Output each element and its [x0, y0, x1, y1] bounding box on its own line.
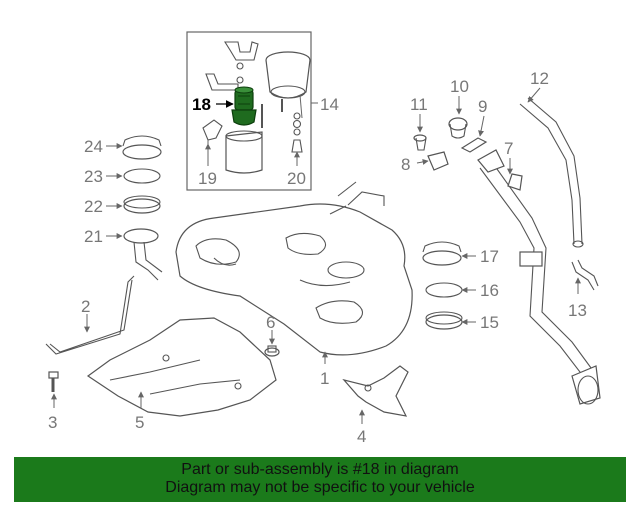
o-ring-part-16 — [425, 282, 463, 298]
label-part-24: 24 — [84, 137, 103, 156]
label-part-13: 13 — [568, 301, 587, 320]
pump-module-box — [186, 31, 318, 191]
fuel-tank-part-1 — [175, 181, 413, 364]
label-part-8: 8 — [401, 155, 410, 174]
bracket-part-4 — [342, 365, 409, 417]
cap-part-10 — [448, 117, 468, 139]
hose-part-13 — [571, 259, 599, 291]
label-part-23: 23 — [84, 167, 103, 186]
lock-ring-part-17 — [422, 241, 462, 266]
label-part-10: 10 — [450, 77, 469, 96]
clip-part-9 — [460, 137, 488, 153]
label-part-1: 1 — [320, 369, 329, 388]
label-part-16: 16 — [480, 281, 499, 300]
strap-part-2 — [45, 275, 135, 355]
label-part-17: 17 — [480, 247, 499, 266]
fuel-pump-part-18[interactable] — [231, 86, 257, 126]
label-part-18[interactable]: 18 — [192, 95, 211, 114]
bolt-part-3 — [48, 371, 59, 392]
leader-lines — [51, 87, 581, 424]
label-part-3: 3 — [48, 413, 57, 432]
label-part-20: 20 — [287, 169, 306, 188]
label-part-22: 22 — [84, 197, 103, 216]
label-part-14: 14 — [320, 95, 339, 114]
label-part-7: 7 — [504, 139, 513, 158]
gasket-part-22 — [123, 195, 161, 214]
label-part-19: 19 — [198, 169, 217, 188]
gasket-part-15 — [425, 311, 463, 330]
banner-line-part-number: Part or sub-assembly is #18 in diagram — [181, 461, 459, 478]
label-part-11: 11 — [410, 95, 428, 114]
label-part-15: 15 — [480, 313, 499, 332]
pump-module-parts — [202, 41, 311, 174]
label-part-21: 21 — [84, 227, 103, 246]
hose-part-12 — [519, 97, 584, 248]
label-part-2: 2 — [81, 297, 90, 316]
label-part-9: 9 — [478, 97, 487, 116]
banner-line-disclaimer: Diagram may not be specific to your vehi… — [165, 479, 475, 496]
grommet-part-6 — [264, 345, 280, 357]
label-part-5: 5 — [135, 413, 144, 432]
lock-ring-part-24 — [122, 135, 162, 160]
clip-part-8 — [427, 151, 449, 171]
bolt-part-11 — [413, 134, 427, 151]
filler-tube-part-7 — [477, 149, 601, 405]
label-part-6: 6 — [266, 313, 275, 332]
info-banner: Part or sub-assembly is #18 in diagram D… — [14, 457, 626, 502]
o-ring-part-23 — [123, 168, 161, 184]
heat-shield-part-5 — [86, 317, 277, 417]
parts-diagram: 1 2 3 4 5 6 7 8 9 10 11 12 13 14 15 16 1… — [45, 31, 601, 446]
label-part-12: 12 — [530, 69, 549, 88]
sender-unit-part-21 — [123, 228, 163, 281]
label-part-4: 4 — [357, 427, 366, 446]
